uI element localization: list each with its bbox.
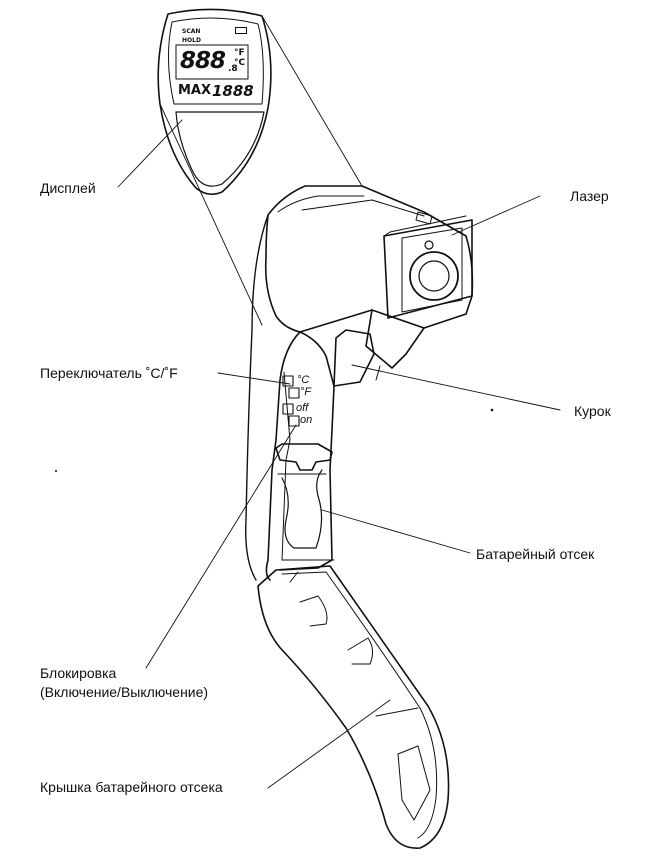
label-switch-cf: Переключатель ˚C/˚F	[40, 365, 178, 381]
battery-cover	[257, 565, 450, 849]
lcd-decimal: .8	[228, 64, 238, 74]
label-trigger: Курок	[574, 403, 611, 419]
label-battery-cover: Крышка батарейного отсека	[40, 779, 223, 795]
switch-off-label: off	[296, 402, 309, 414]
switch-celsius-label: °C	[297, 374, 310, 386]
label-display: Дисплей	[40, 180, 96, 196]
lcd-unit-c: °C	[234, 58, 246, 68]
label-laser: Лазер	[570, 188, 609, 204]
switch-on-label: on	[300, 414, 313, 426]
label-lock-line2: (Включение/Выключение)	[40, 684, 209, 700]
label-lock-line1: Блокировка	[40, 665, 117, 681]
lcd-scan-indicator: SCAN	[182, 28, 201, 35]
switch-fahrenheit-label: °F	[300, 386, 312, 398]
handle	[245, 214, 335, 581]
trigger	[333, 309, 425, 387]
lcd-unit-f: °F	[234, 48, 245, 58]
battery-icon	[235, 27, 247, 34]
device-head	[264, 185, 474, 333]
lcd-max-digits: 1888	[212, 82, 254, 100]
leader-lines	[117, 119, 561, 789]
switch-panel	[282, 375, 300, 427]
scan-dot	[490, 408, 494, 412]
scan-dot	[55, 470, 57, 472]
display-inset	[157, 8, 272, 196]
battery-compartment	[275, 443, 335, 561]
lcd-max-label: MAX	[178, 83, 212, 98]
lcd-hold-indicator: HOLD	[182, 37, 201, 44]
lcd-main-digits: 888	[180, 48, 226, 74]
label-battery-compartment: Батарейный отсек	[476, 546, 595, 562]
